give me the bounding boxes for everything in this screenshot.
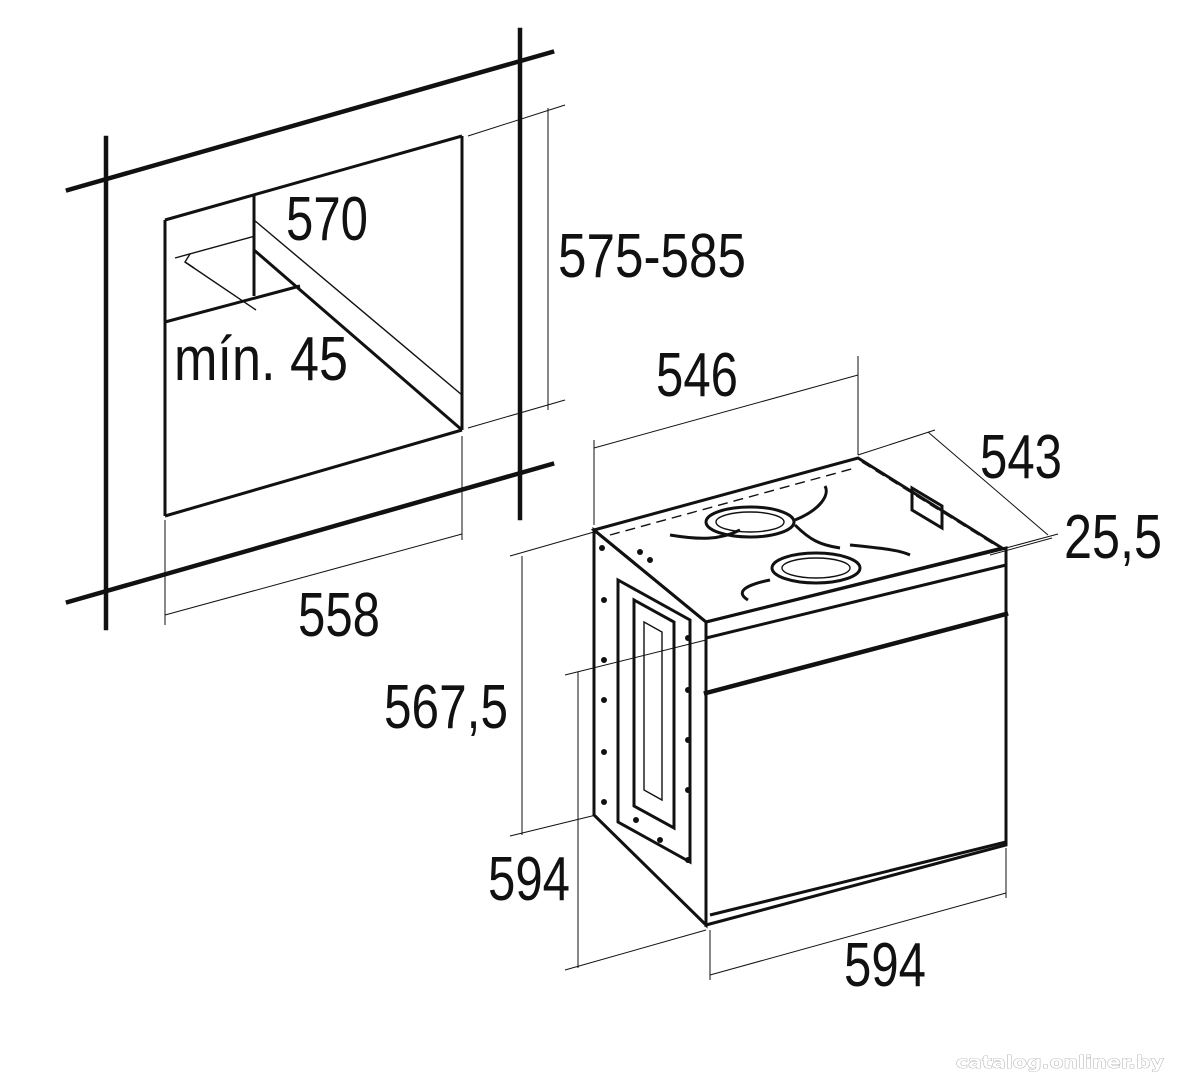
top-ring-2 (770, 551, 862, 585)
door-bottom-edge (709, 840, 1007, 917)
panel-thickness-ext-2 (989, 537, 1053, 556)
side-frame-slot (643, 620, 663, 802)
front-height-ext-bottom (564, 929, 707, 971)
body-width-dim (593, 374, 859, 449)
watermark: catalog.onliner.by (956, 1053, 1164, 1073)
top-ring-1-inner (715, 511, 785, 533)
top-cable-4 (849, 543, 911, 557)
height-ext-bottom (467, 399, 566, 429)
top-cable-5 (793, 523, 841, 550)
oven-top-surface (590, 456, 1006, 624)
body-height-label: 567,5 (384, 673, 508, 742)
panel-thickness-label: 25,5 (1064, 503, 1162, 572)
side-frame-inner (632, 597, 676, 831)
vent-arrow (184, 253, 195, 269)
side-screw-holes (599, 545, 691, 863)
top-cable-3 (740, 578, 771, 602)
front-width-dim (709, 892, 1007, 976)
vent-dim-line (184, 261, 257, 311)
niche-bottom-edge (65, 461, 555, 605)
depth-dim-line (467, 104, 566, 137)
opening-top (164, 134, 463, 222)
front-height-label: 594 (488, 845, 570, 914)
opening-bottom (164, 428, 463, 518)
front-top-band (705, 563, 1007, 640)
body-depth-dim (927, 431, 1049, 536)
niche-width-label: 558 (298, 581, 380, 650)
oven-front-panel (704, 546, 1008, 927)
ventilation-slot-top (164, 284, 301, 324)
rear-bracket (910, 485, 944, 531)
top-right-detail (861, 461, 996, 546)
body-height-ext-bottom (509, 814, 597, 837)
front-width-label: 594 (844, 931, 926, 1000)
inner-diagonal-bottom (253, 248, 463, 432)
body-height-ext-top (509, 531, 595, 557)
niche-depth-label: 570 (286, 185, 368, 254)
body-depth-ext (857, 429, 936, 456)
vent-ext-line (174, 235, 256, 259)
width-dim-line (164, 533, 463, 616)
top-ring-1 (704, 505, 796, 539)
top-cable-2 (669, 528, 741, 540)
niche-top-edge (65, 49, 555, 193)
top-edge-detail (609, 467, 856, 536)
oven-drawing: 546 543 25,5 567,5 594 594 (384, 341, 1162, 1000)
side-frame-outer (616, 577, 692, 865)
body-depth-label: 543 (980, 423, 1062, 492)
front-height-ext-top (564, 639, 707, 676)
niche-height-label: 575-585 (558, 222, 746, 291)
niche-drawing: 570 575-585 mín. 45 558 (65, 27, 746, 650)
control-panel-divider (703, 611, 1009, 696)
inner-diagonal-top (253, 219, 463, 396)
panel-thickness-ext-1 (1005, 533, 1059, 549)
top-ring-2-inner (781, 557, 851, 579)
ventilation-label: mín. 45 (174, 325, 348, 394)
top-cable-1 (794, 485, 828, 522)
body-width-label: 546 (656, 341, 738, 410)
